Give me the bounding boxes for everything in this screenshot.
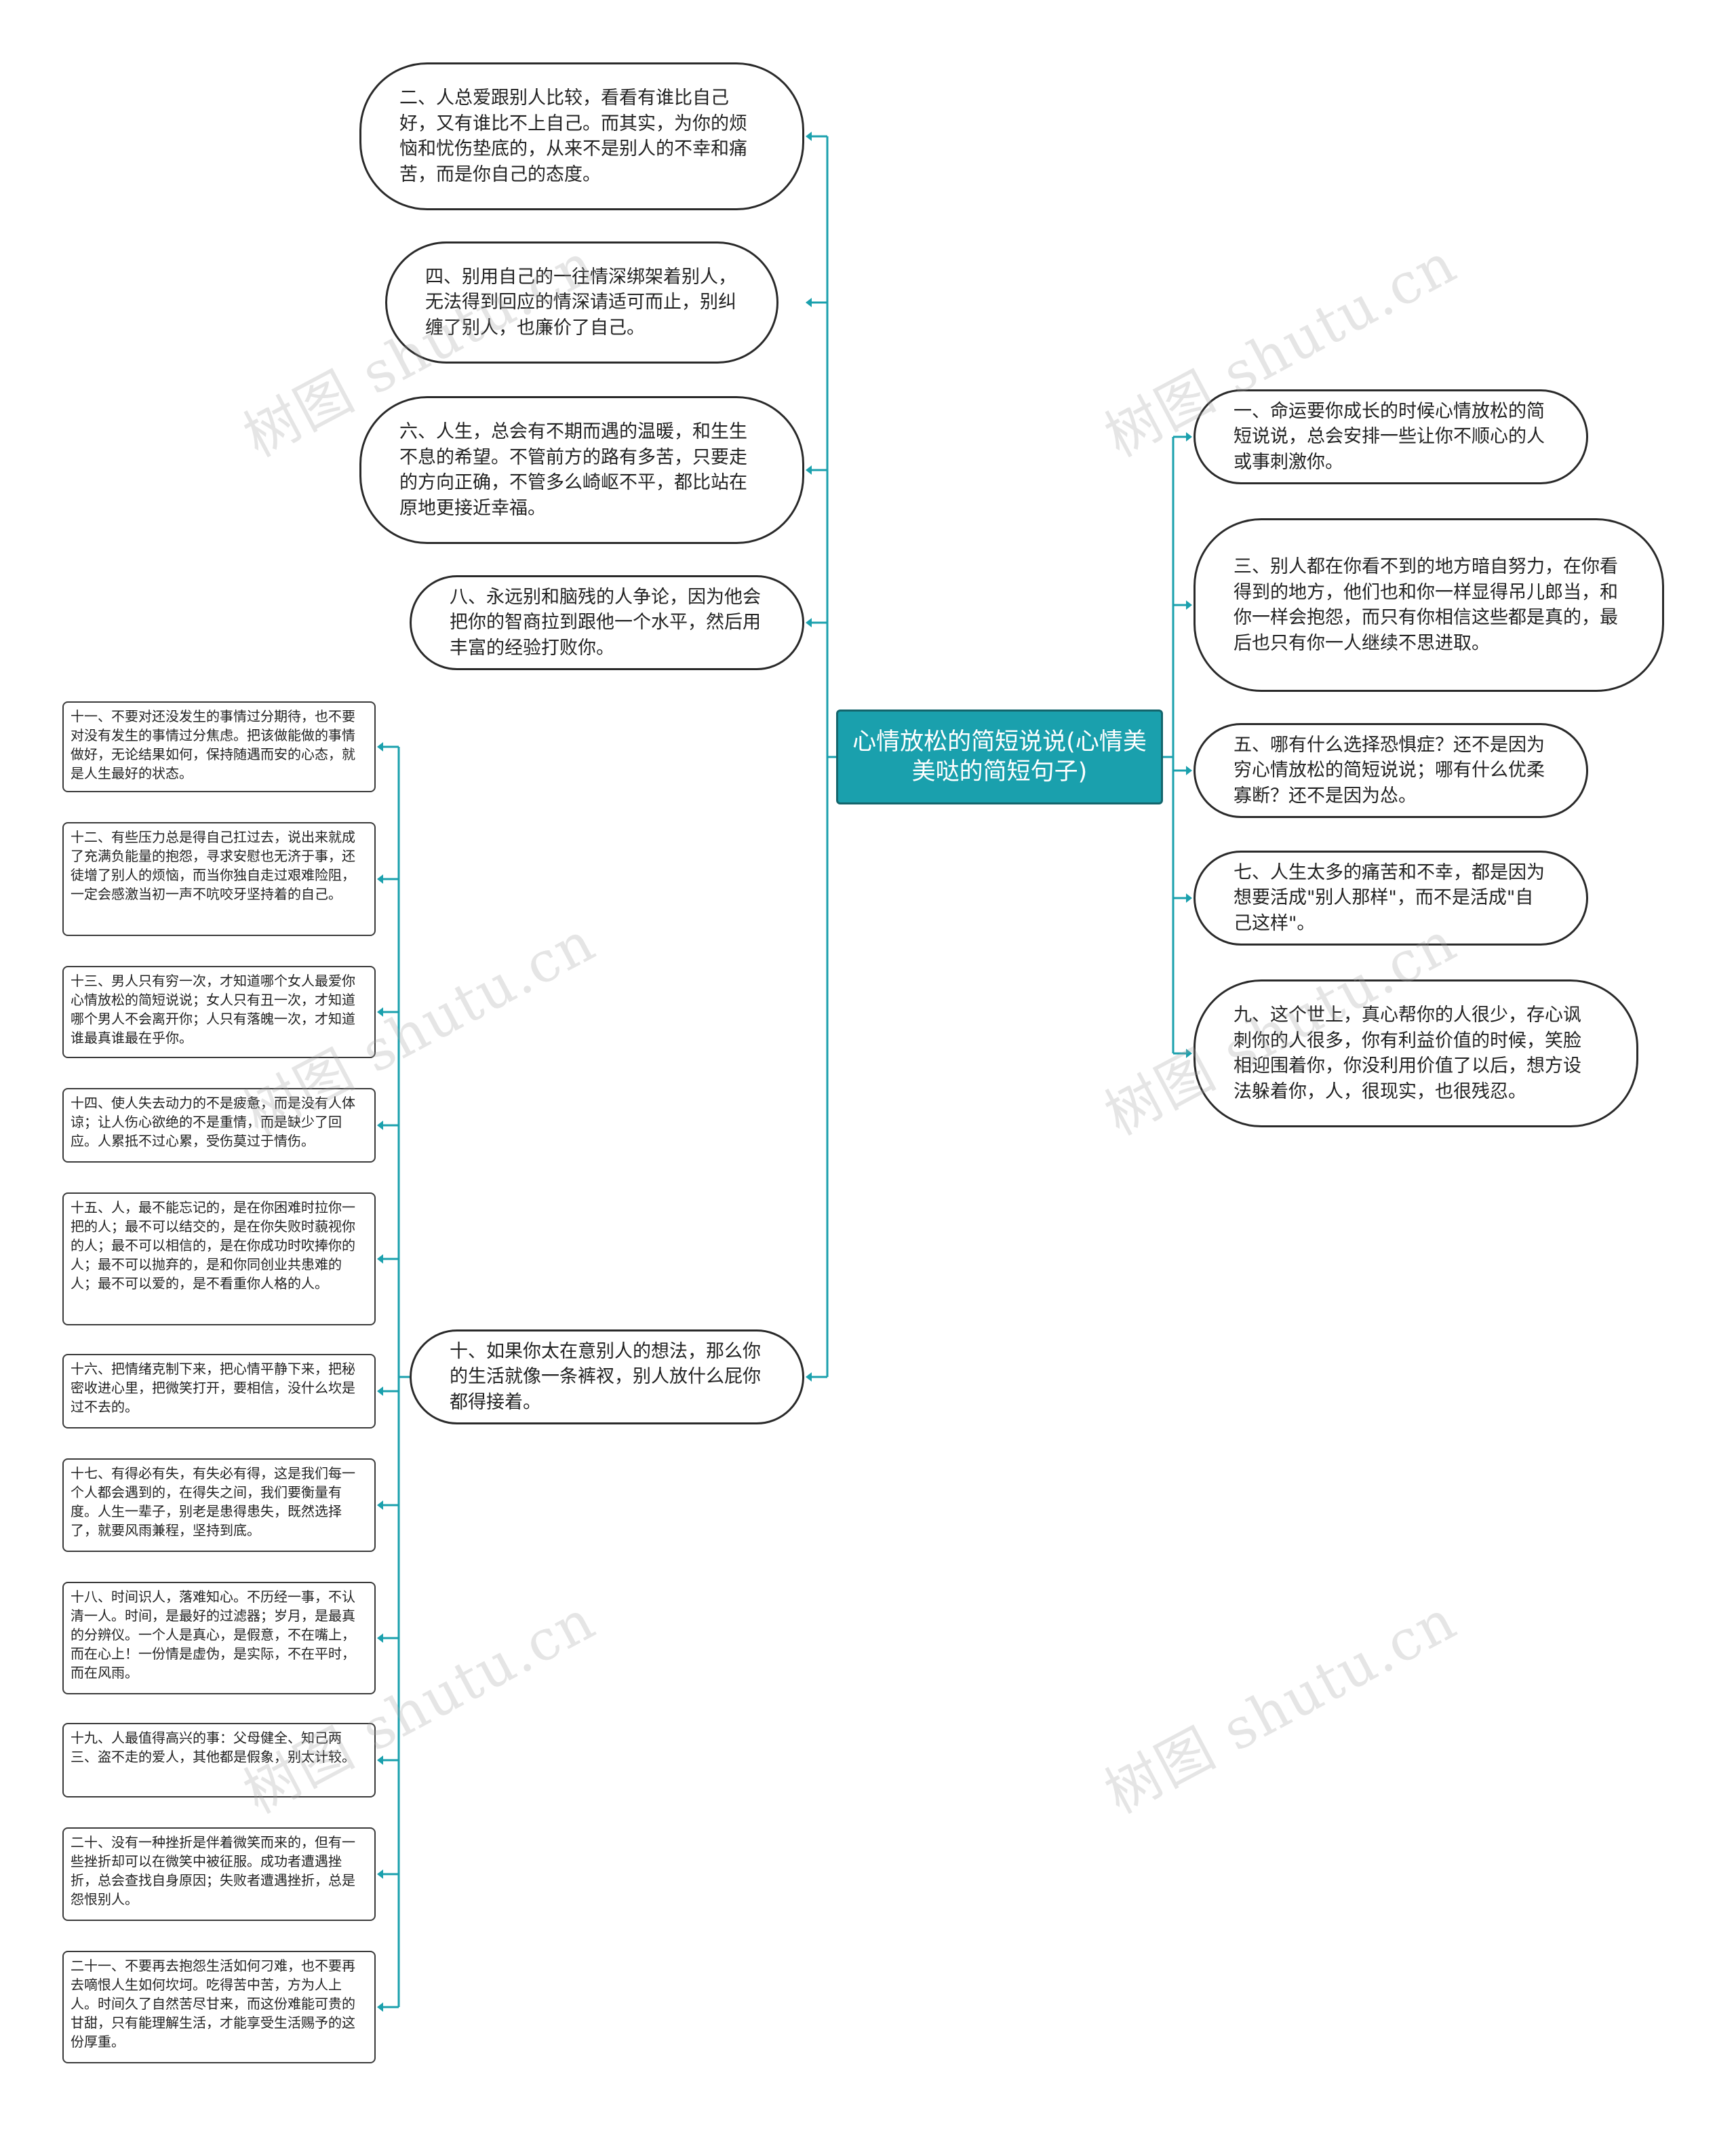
branch-node-text: 一、命运要你成长的时候心情放松的简短说说，总会安排一些让你不顺心的人或事刺激你。: [1234, 400, 1545, 473]
child-node-text: 十七、有得必有失，有失必有得，这是我们每一个人都会遇到的，在得失之间，我们要衡量…: [71, 1465, 355, 1538]
branch-node-3[interactable]: 三、别人都在你看不到的地方暗自努力，在你看得到的地方，他们也和你一样显得吊儿郎当…: [1194, 518, 1664, 692]
branch-node-text: 三、别人都在你看不到的地方暗自努力，在你看得到的地方，他们也和你一样显得吊儿郎当…: [1234, 556, 1618, 654]
child-node-text: 十一、不要对还没发生的事情过分期待，也不要对没有发生的事情过分焦虑。把该做能做的…: [71, 708, 355, 781]
child-node-14[interactable]: 十四、使人失去动力的不是疲惫，而是没有人体谅；让人伤心欲绝的不是重情，而是缺少了…: [62, 1088, 376, 1163]
branch-node-text: 十、如果你太在意别人的想法，那么你的生活就像一条裤衩，别人放什么屁你都得接着。: [450, 1340, 761, 1413]
branch-node-text: 四、别用自己的一往情深绑架着别人，无法得到回应的情深请适可而止，别纠缠了别人，也…: [425, 266, 736, 338]
child-node-text: 十三、男人只有穷一次，才知道哪个女人最爱你心情放松的简短说说；女人只有丑一次，才…: [71, 973, 355, 1046]
connector-arrow: [377, 874, 383, 884]
connector-arrow: [377, 1869, 383, 1879]
child-node-11[interactable]: 十一、不要对还没发生的事情过分期待，也不要对没有发生的事情过分焦虑。把该做能做的…: [62, 701, 376, 792]
child-node-18[interactable]: 十八、时间识人，落难知心。不历经一事，不认清一人。时间，是最好的过滤器；岁月，是…: [62, 1582, 376, 1694]
branch-node-4[interactable]: 四、别用自己的一往情深绑架着别人，无法得到回应的情深请适可而止，别纠缠了别人，也…: [385, 241, 778, 364]
branch-node-text: 七、人生太多的痛苦和不幸，都是因为想要活成"别人那样"，而不是活成"自己这样"。: [1234, 861, 1545, 934]
child-node-text: 十八、时间识人，落难知心。不历经一事，不认清一人。时间，是最好的过滤器；岁月，是…: [71, 1589, 355, 1681]
branch-node-text: 六、人生，总会有不期而遇的温暖，和生生不息的希望。不管前方的路有多苦，只要走的方…: [399, 421, 747, 519]
child-node-13[interactable]: 十三、男人只有穷一次，才知道哪个女人最爱你心情放松的简短说说；女人只有丑一次，才…: [62, 966, 376, 1058]
branch-node-text: 二、人总爱跟别人比较，看看有谁比自己好，又有谁比不上自己。而其实，为你的烦恼和忧…: [399, 88, 747, 185]
branch-node-2[interactable]: 二、人总爱跟别人比较，看看有谁比自己好，又有谁比不上自己。而其实，为你的烦恼和忧…: [359, 62, 804, 210]
child-node-20[interactable]: 二十、没有一种挫折是伴着微笑而来的，但有一些挫折却可以在微笑中被征服。成功者遭遇…: [62, 1827, 376, 1921]
child-node-text: 二十、没有一种挫折是伴着微笑而来的，但有一些挫折却可以在微笑中被征服。成功者遭遇…: [71, 1834, 355, 1907]
branch-node-1[interactable]: 一、命运要你成长的时候心情放松的简短说说，总会安排一些让你不顺心的人或事刺激你。: [1194, 389, 1588, 484]
child-node-15[interactable]: 十五、人，最不能忘记的，是在你困难时拉你一把的人；最不可以结交的，是在你失败时藐…: [62, 1192, 376, 1325]
child-node-12[interactable]: 十二、有些压力总是得自己扛过去，说出来就成了充满负能量的抱怨，寻求安慰也无济于事…: [62, 822, 376, 936]
connector-arrow: [377, 2002, 383, 2012]
root-topic[interactable]: 心情放松的简短说说(心情美美哒的简短句子): [836, 710, 1163, 804]
branch-node-9[interactable]: 九、这个世上，真心帮你的人很少，存心讽刺你的人很多，你有利益价值的时候，笑脸相迎…: [1194, 979, 1638, 1127]
connector-arrow: [1186, 600, 1192, 610]
branch-node-7[interactable]: 七、人生太多的痛苦和不幸，都是因为想要活成"别人那样"，而不是活成"自己这样"。: [1194, 851, 1588, 946]
connector-arrow: [377, 1755, 383, 1765]
child-node-21[interactable]: 二十一、不要再去抱怨生活如何刁难，也不要再去嘀恨人生如何坎坷。吃得苦中苦，方为人…: [62, 1951, 376, 2063]
connector-arrow: [377, 742, 383, 752]
connector-arrow: [1186, 766, 1192, 775]
child-node-text: 十九、人最值得高兴的事：父母健全、知己两三、盗不走的爱人，其他都是假象，别太计较…: [71, 1730, 355, 1765]
child-node-text: 十二、有些压力总是得自己扛过去，说出来就成了充满负能量的抱怨，寻求安慰也无济于事…: [71, 829, 355, 902]
child-node-16[interactable]: 十六、把情绪克制下来，把心情平静下来，把秘密收进心里，把微笑打开，要相信，没什么…: [62, 1354, 376, 1428]
connector-arrow: [1186, 893, 1192, 903]
child-node-text: 十五、人，最不能忘记的，是在你困难时拉你一把的人；最不可以结交的，是在你失败时藐…: [71, 1199, 355, 1291]
connector-arrow: [806, 618, 812, 627]
root-topic-label: 心情放松的简短说说(心情美美哒的简短句子): [852, 728, 1147, 785]
child-node-17[interactable]: 十七、有得必有失，有失必有得，这是我们每一个人都会遇到的，在得失之间，我们要衡量…: [62, 1458, 376, 1552]
connector-arrow: [377, 1633, 383, 1643]
child-node-text: 二十一、不要再去抱怨生活如何刁难，也不要再去嘀恨人生如何坎坷。吃得苦中苦，方为人…: [71, 1958, 355, 2050]
child-node-text: 十四、使人失去动力的不是疲惫，而是没有人体谅；让人伤心欲绝的不是重情，而是缺少了…: [71, 1095, 355, 1149]
connector-arrow: [806, 298, 812, 307]
branch-node-text: 八、永远别和脑残的人争论，因为他会把你的智商拉到跟他一个水平，然后用丰富的经验打…: [450, 586, 761, 659]
connector-arrow: [377, 1500, 383, 1510]
connector-arrow: [806, 465, 812, 475]
branch-node-5[interactable]: 五、哪有什么选择恐惧症？还不是因为穷心情放松的简短说说；哪有什么优柔寡断？还不是…: [1194, 723, 1588, 818]
branch-node-text: 九、这个世上，真心帮你的人很少，存心讽刺你的人很多，你有利益价值的时候，笑脸相迎…: [1234, 1005, 1581, 1102]
connector-arrow: [806, 1372, 812, 1382]
connector-arrow: [377, 1386, 383, 1396]
branch-node-text: 五、哪有什么选择恐惧症？还不是因为穷心情放松的简短说说；哪有什么优柔寡断？还不是…: [1234, 734, 1545, 806]
child-node-text: 十六、把情绪克制下来，把心情平静下来，把秘密收进心里，把微笑打开，要相信，没什么…: [71, 1361, 355, 1415]
connector-arrow: [377, 1007, 383, 1017]
child-node-19[interactable]: 十九、人最值得高兴的事：父母健全、知己两三、盗不走的爱人，其他都是假象，别太计较…: [62, 1723, 376, 1797]
connector-arrow: [1186, 1049, 1192, 1058]
connector-arrow: [377, 1121, 383, 1130]
branch-node-8[interactable]: 八、永远别和脑残的人争论，因为他会把你的智商拉到跟他一个水平，然后用丰富的经验打…: [410, 575, 804, 670]
connector-arrow: [377, 1254, 383, 1264]
connector-arrow: [1186, 432, 1192, 442]
branch-node-10[interactable]: 十、如果你太在意别人的想法，那么你的生活就像一条裤衩，别人放什么屁你都得接着。: [410, 1329, 804, 1424]
branch-node-6[interactable]: 六、人生，总会有不期而遇的温暖，和生生不息的希望。不管前方的路有多苦，只要走的方…: [359, 396, 804, 544]
connector-arrow: [806, 132, 812, 141]
